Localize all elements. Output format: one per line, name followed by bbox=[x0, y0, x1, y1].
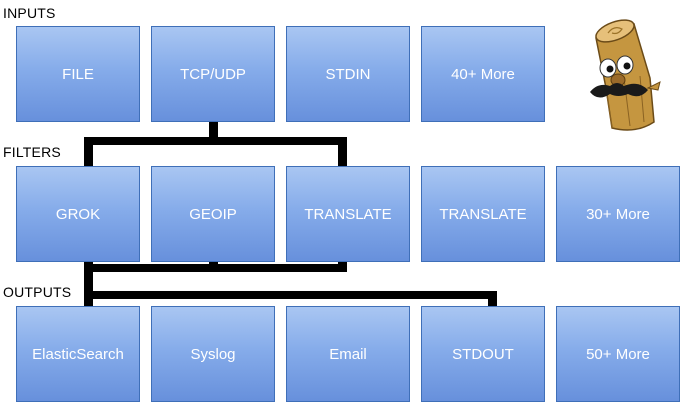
input-label: 40+ More bbox=[451, 65, 515, 83]
input-box-tcp-udp: TCP/UDP bbox=[151, 26, 275, 122]
connector-mid-bar bbox=[84, 264, 347, 272]
filter-label: TRANSLATE bbox=[304, 205, 392, 223]
filter-box-more: 30+ More bbox=[556, 166, 680, 262]
filter-label: GEOIP bbox=[189, 205, 237, 223]
input-box-more: 40+ More bbox=[421, 26, 545, 122]
outputs-label: OUTPUTS bbox=[3, 284, 72, 300]
input-label: STDIN bbox=[325, 65, 371, 83]
filters-label: FILTERS bbox=[3, 144, 61, 160]
output-label: 50+ More bbox=[586, 345, 650, 363]
connector-bottom-left-drop bbox=[84, 291, 93, 307]
output-box-email: Email bbox=[286, 306, 410, 402]
connector-top-left-drop bbox=[84, 137, 93, 167]
output-box-more: 50+ More bbox=[556, 306, 680, 402]
connector-grok-down bbox=[84, 258, 93, 306]
filter-box-translate-2: TRANSLATE bbox=[421, 166, 545, 262]
connector-top-right-drop bbox=[338, 137, 347, 167]
filter-box-geoip: GEOIP bbox=[151, 166, 275, 262]
input-label: TCP/UDP bbox=[180, 65, 246, 83]
output-box-syslog: Syslog bbox=[151, 306, 275, 402]
filter-box-translate: TRANSLATE bbox=[286, 166, 410, 262]
filter-label: TRANSLATE bbox=[439, 205, 527, 223]
inputs-label: INPUTS bbox=[3, 5, 56, 21]
filter-label: GROK bbox=[55, 205, 101, 223]
output-label: ElasticSearch bbox=[32, 345, 124, 363]
connector-top-bar bbox=[84, 137, 347, 145]
connector-bottom-bar bbox=[84, 291, 497, 299]
filter-box-grok: GROK bbox=[16, 166, 140, 262]
logstash-log-mascot-icon bbox=[590, 19, 661, 131]
output-box-elasticsearch: ElasticSearch bbox=[16, 306, 140, 402]
filter-label: 30+ More bbox=[586, 205, 650, 223]
output-label: Email bbox=[329, 345, 367, 363]
input-box-file: FILE bbox=[16, 26, 140, 122]
connector-bottom-right-drop bbox=[488, 291, 497, 307]
connector-tcp-down bbox=[209, 120, 218, 142]
output-label: STDOUT bbox=[452, 345, 514, 363]
input-label: FILE bbox=[62, 65, 94, 83]
output-box-stdout: STDOUT bbox=[421, 306, 545, 402]
output-label: Syslog bbox=[190, 345, 236, 363]
input-box-stdin: STDIN bbox=[286, 26, 410, 122]
